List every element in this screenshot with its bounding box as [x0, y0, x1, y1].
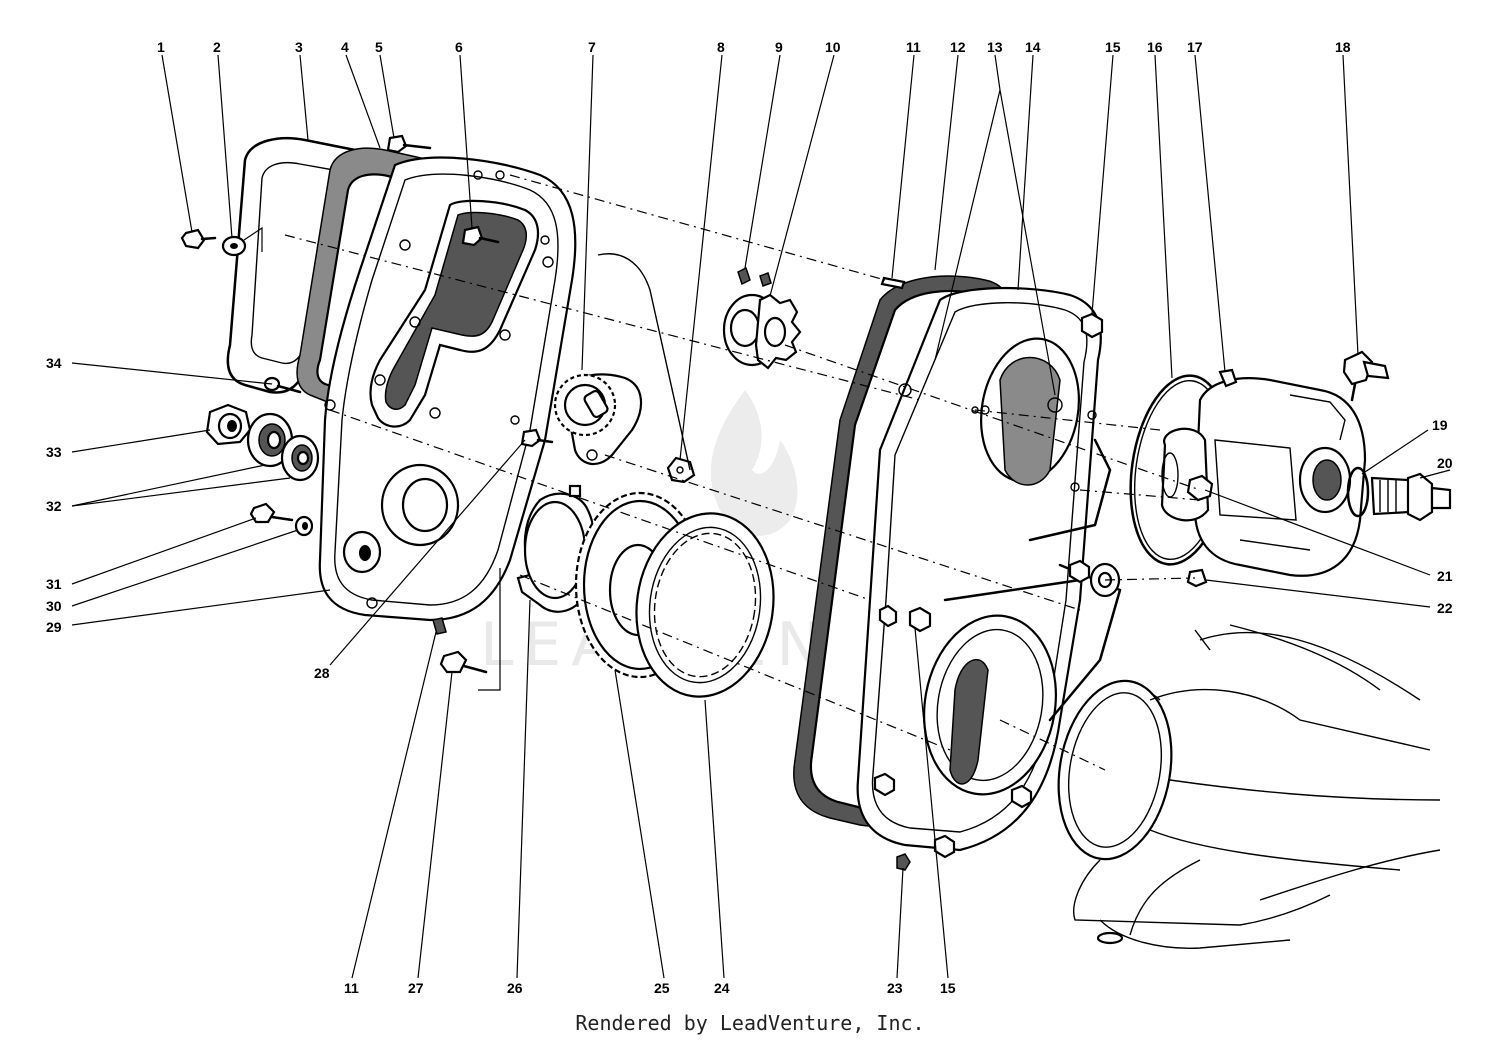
callout-25: 25 — [654, 980, 670, 996]
part-29-cover-flange — [334, 173, 559, 606]
callout-33: 33 — [46, 444, 62, 460]
callout-2: 2 — [213, 39, 221, 55]
part-17-hydraulic-pump — [1160, 368, 1367, 577]
part-23-nut — [896, 853, 911, 871]
callout-32: 32 — [46, 498, 62, 514]
center-lines — [284, 174, 1201, 771]
flame-logo-icon — [710, 390, 798, 537]
callout-15-bottom: 15 — [940, 980, 956, 996]
callout-11-bottom: 11 — [344, 980, 359, 996]
callouts-top: 1 2 3 4 5 6 7 8 9 10 11 12 13 14 15 16 1… — [157, 39, 1351, 55]
callout-23: 23 — [887, 980, 903, 996]
callouts-bottom: 11 27 26 25 24 23 15 — [344, 980, 956, 996]
part-1-bolt — [180, 228, 217, 250]
part-27-bolt — [439, 650, 488, 674]
callout-26: 26 — [507, 980, 523, 996]
part-29-bearing-bore — [401, 477, 449, 533]
part-24-chain-seal — [635, 512, 775, 698]
callout-10: 10 — [825, 39, 841, 55]
part-20-fitting — [1370, 472, 1452, 522]
part-6-stud — [461, 225, 500, 247]
callout-14: 14 — [1025, 39, 1041, 55]
callouts-right: 19 20 21 22 — [1432, 417, 1453, 616]
callout-17: 17 — [1187, 39, 1203, 55]
part-7-idler-sprocket — [553, 373, 643, 466]
part-28-stud — [520, 428, 554, 448]
callout-7: 7 — [588, 39, 596, 55]
callout-30: 30 — [46, 598, 62, 614]
part-14-lower-port-shading — [949, 658, 989, 785]
part-5-stud — [386, 134, 432, 154]
part-14-lower-port-inner — [936, 628, 1044, 782]
callout-1: 1 — [157, 39, 165, 55]
callout-19: 19 — [1432, 417, 1448, 433]
part-30-washer — [294, 515, 314, 537]
callout-3: 3 — [295, 39, 303, 55]
callout-34: 34 — [46, 355, 62, 371]
callout-9: 9 — [775, 39, 783, 55]
callout-6: 6 — [455, 39, 463, 55]
part-11-pin-upper — [880, 276, 906, 290]
part-9-key — [737, 266, 772, 287]
part-10-sprocket — [722, 293, 802, 370]
part-2-washer — [221, 235, 247, 257]
callout-11-top: 11 — [906, 39, 921, 55]
callout-16: 16 — [1147, 39, 1163, 55]
part-11-pin-lower — [432, 617, 447, 635]
part-26-retainer — [516, 484, 597, 613]
part-22-plug — [1186, 568, 1208, 588]
part-8-master-link — [666, 456, 696, 484]
part-29-lower-hole — [359, 545, 371, 561]
part-33-nut — [205, 403, 252, 446]
callout-31: 31 — [46, 576, 62, 592]
callout-29: 29 — [46, 619, 62, 635]
part-31-bolt — [249, 502, 294, 524]
callout-22: 22 — [1437, 600, 1453, 616]
part-29-opening-gasket — [384, 211, 528, 410]
callout-27: 27 — [408, 980, 424, 996]
callout-28: 28 — [314, 665, 330, 681]
part-14-upper-port-shading — [999, 356, 1061, 486]
callout-21: 21 — [1437, 568, 1453, 584]
part-29-bolt-holes — [324, 170, 554, 609]
callout-24: 24 — [714, 980, 730, 996]
leader-lines — [71, 54, 1451, 979]
callout-8: 8 — [717, 39, 725, 55]
callout-15-top: 15 — [1105, 39, 1121, 55]
part-32-bearings — [246, 412, 320, 482]
callouts-left: 34 33 32 31 30 29 28 — [46, 355, 330, 681]
callout-20: 20 — [1437, 455, 1453, 471]
callout-18: 18 — [1335, 39, 1351, 55]
part-18-elbow-fitting — [1342, 350, 1390, 402]
part-19-seal — [1346, 466, 1370, 518]
footer-credit: Rendered by LeadVenture, Inc. — [575, 1011, 924, 1035]
callout-5: 5 — [375, 39, 383, 55]
callout-12: 12 — [950, 39, 966, 55]
callout-13: 13 — [987, 39, 1003, 55]
auger-housing — [1057, 624, 1441, 949]
callout-4: 4 — [341, 39, 349, 55]
part-34-screw — [263, 376, 302, 394]
